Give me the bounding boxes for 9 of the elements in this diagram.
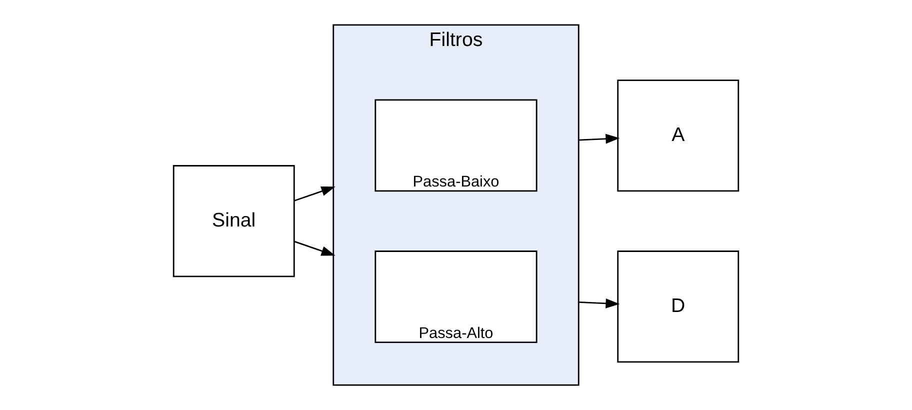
arrow bbox=[294, 240, 336, 256]
arrow bbox=[294, 186, 336, 202]
arrow bbox=[578, 298, 620, 308]
node-box: Passa-Baixo bbox=[374, 99, 538, 192]
node-box: Passa-Alto bbox=[374, 250, 538, 344]
arrow bbox=[578, 134, 620, 144]
node-box: D bbox=[617, 250, 740, 363]
node-box: A bbox=[617, 80, 740, 192]
node-box: Sinal bbox=[172, 165, 295, 278]
